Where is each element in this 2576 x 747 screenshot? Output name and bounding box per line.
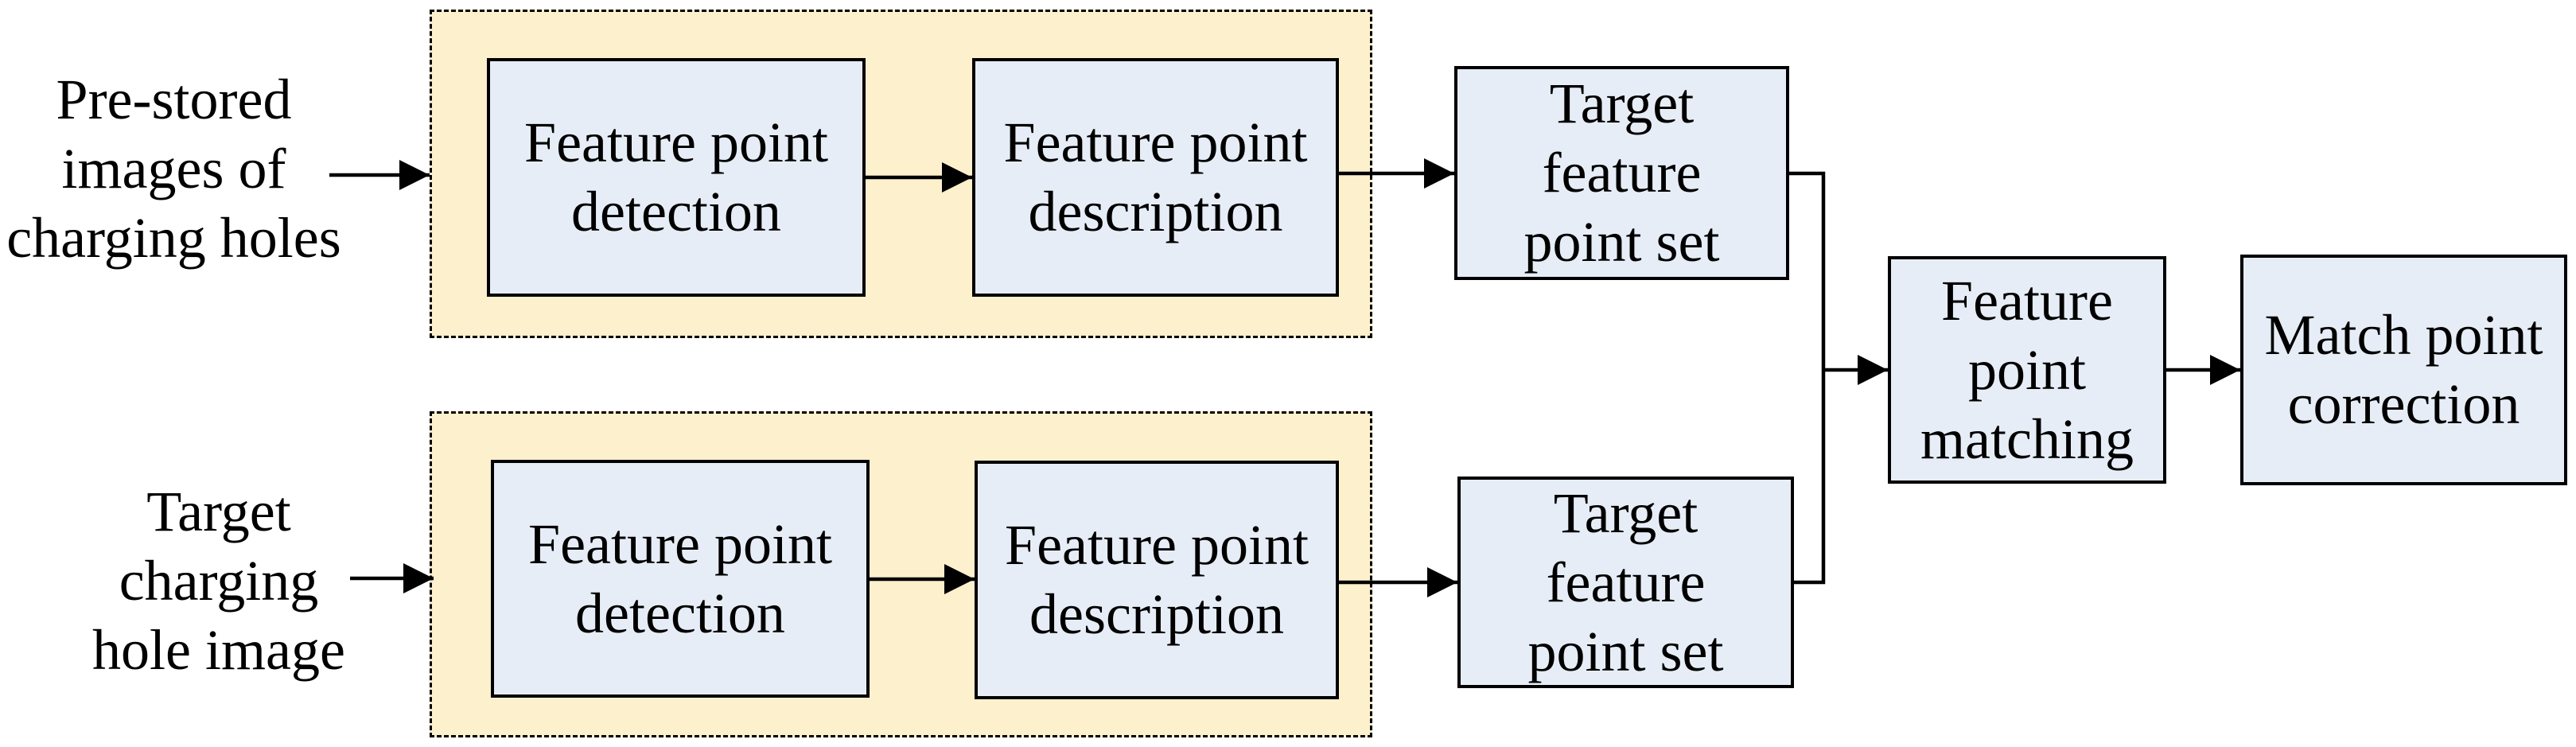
node-line: Feature point bbox=[524, 111, 828, 174]
node-line: Feature point bbox=[1005, 513, 1309, 577]
label-line: charging bbox=[119, 549, 319, 613]
connector-merge-point-sets bbox=[1789, 171, 1826, 585]
node-line: correction bbox=[2287, 372, 2520, 436]
label-line: Pre-stored bbox=[56, 68, 292, 131]
node-line: Match point bbox=[2264, 303, 2543, 367]
label-target-charging-hole-image: Target charging hole image bbox=[76, 477, 362, 685]
node-line: Target bbox=[1549, 72, 1695, 135]
node-feature-point-detection-top: Feature point detection bbox=[487, 58, 866, 297]
node-line: Feature bbox=[1941, 268, 2113, 333]
node-line: point set bbox=[1527, 619, 1724, 683]
node-feature-point-description-bottom: Feature point description bbox=[975, 461, 1339, 699]
node-feature-point-matching: Feature point matching bbox=[1888, 256, 2166, 484]
node-line: Feature point bbox=[1003, 111, 1308, 174]
node-feature-point-description-top: Feature point description bbox=[972, 58, 1339, 297]
node-line: feature bbox=[1542, 141, 1702, 204]
node-line: detection bbox=[571, 180, 781, 243]
node-match-point-correction: Match point correction bbox=[2240, 255, 2567, 485]
node-line: matching bbox=[1920, 407, 2134, 471]
node-line: point set bbox=[1523, 210, 1720, 274]
label-line: images of bbox=[61, 137, 286, 200]
label-line: hole image bbox=[92, 618, 345, 682]
node-line: Feature point bbox=[528, 512, 832, 576]
node-feature-point-detection-bottom: Feature point detection bbox=[491, 460, 870, 698]
label-line: charging holes bbox=[6, 206, 341, 270]
label-line: Target bbox=[146, 480, 291, 543]
node-line: point bbox=[1967, 337, 2086, 402]
node-line: Target bbox=[1553, 480, 1699, 545]
node-line: description bbox=[1029, 582, 1284, 646]
node-line: detection bbox=[575, 581, 785, 645]
node-target-feature-point-set-bottom: Target feature point set bbox=[1457, 477, 1794, 688]
label-prestored-images: Pre-stored images of charging holes bbox=[0, 65, 348, 273]
node-line: feature bbox=[1546, 550, 1706, 614]
node-target-feature-point-set-top: Target feature point set bbox=[1454, 66, 1789, 280]
node-line: description bbox=[1028, 180, 1283, 243]
